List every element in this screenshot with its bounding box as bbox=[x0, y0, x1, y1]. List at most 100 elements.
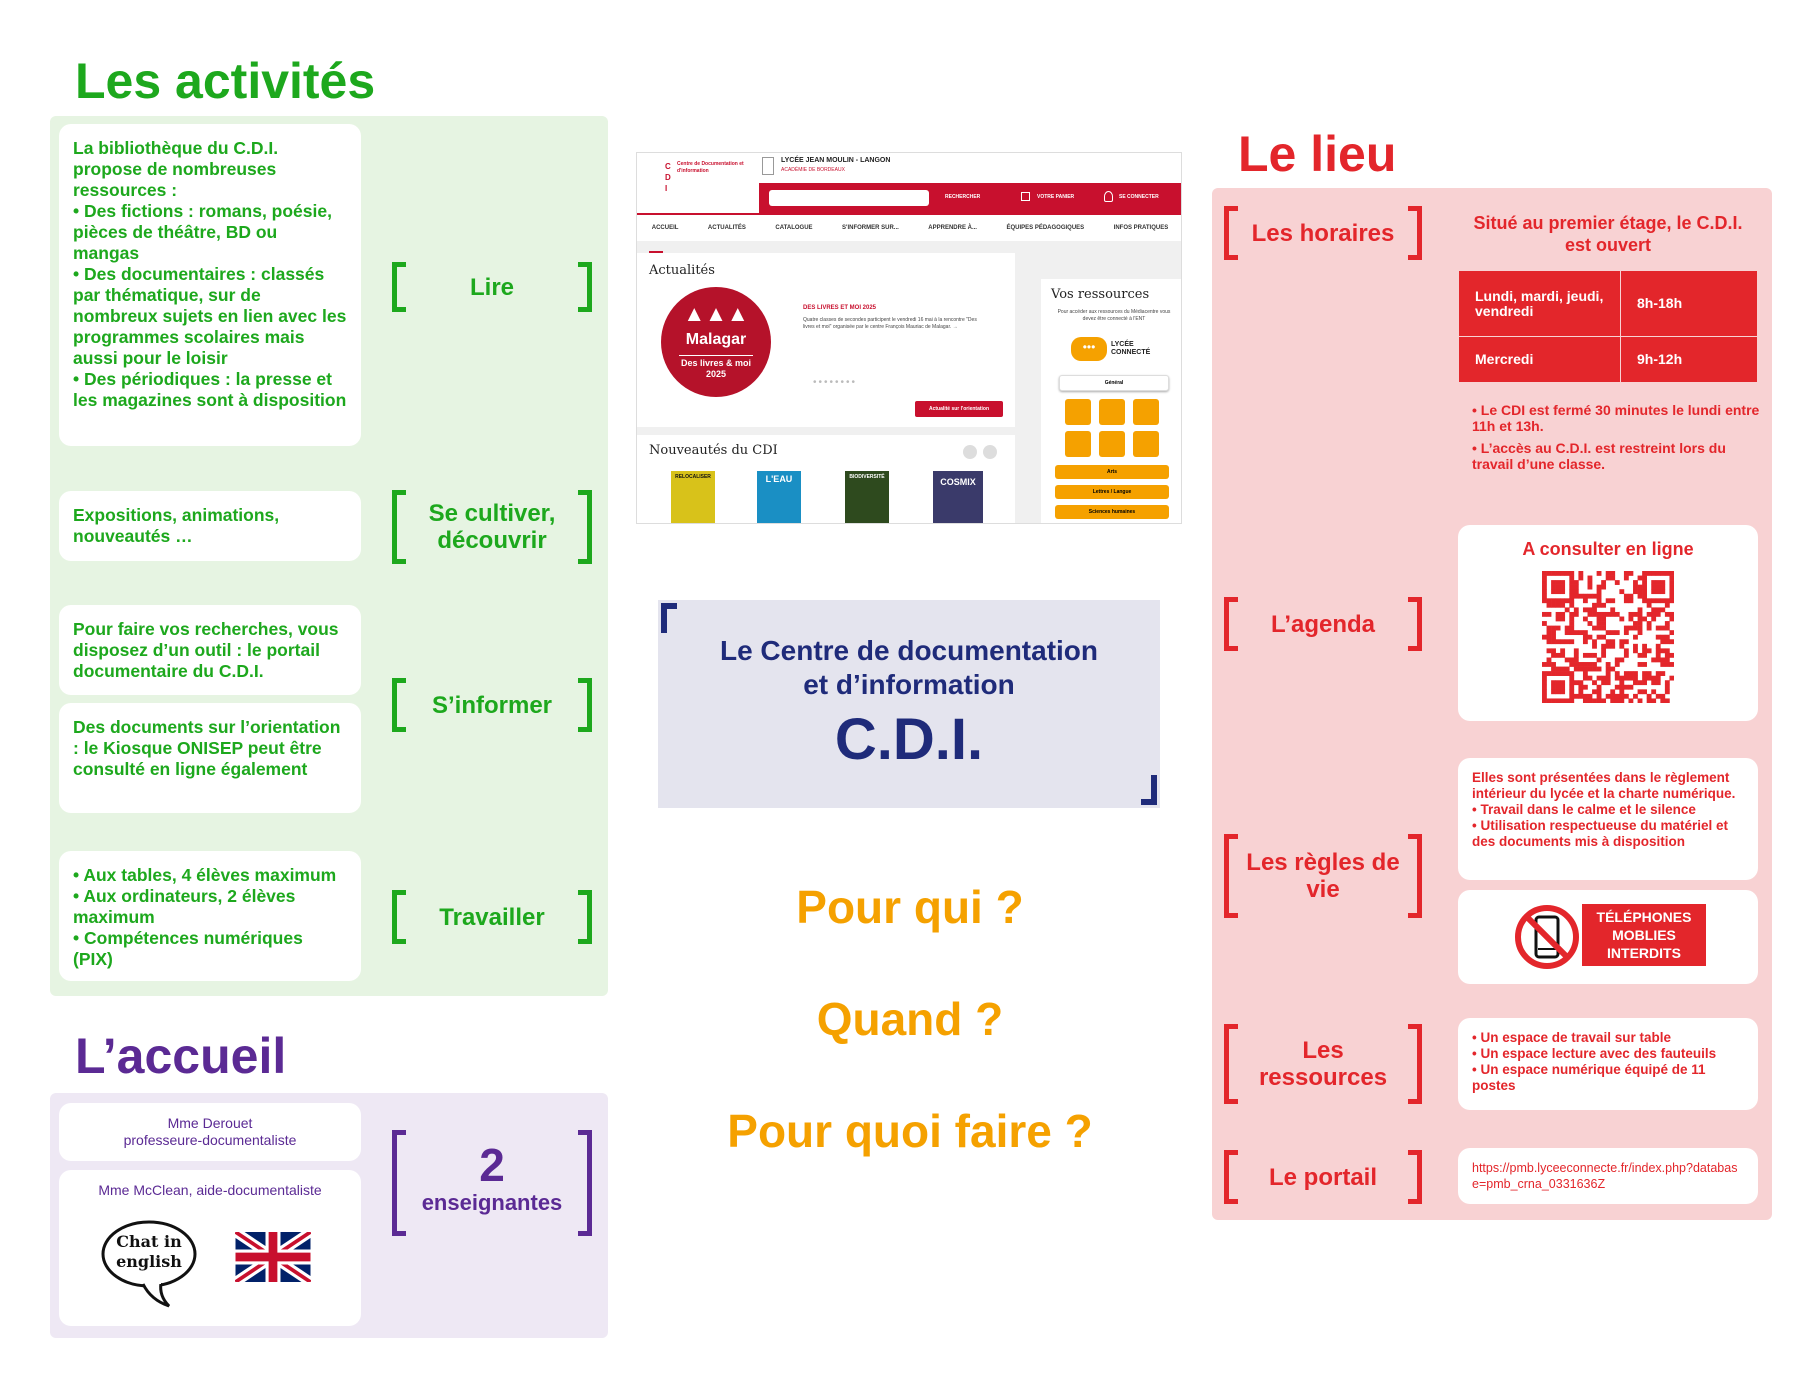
site-general-tab[interactable]: Général bbox=[1059, 375, 1169, 391]
portail-card: https://pmb.lyceeconnecte.fr/index.php?d… bbox=[1458, 1148, 1758, 1204]
question-pour-qui: Pour qui ? bbox=[796, 881, 1024, 933]
lire-card: La bibliothèque du C.D.I. propose de nom… bbox=[59, 124, 361, 446]
hours-days: Lundi, mardi, jeudi, vendredi bbox=[1458, 270, 1621, 337]
site-menu-item[interactable]: CATALOGUE bbox=[775, 225, 813, 231]
cart-icon bbox=[1021, 192, 1030, 201]
lieu-title: Le lieu bbox=[1238, 126, 1397, 182]
corner-bracket bbox=[1141, 775, 1157, 805]
site-menu-item[interactable]: INFOS PRATIQUES bbox=[1113, 225, 1169, 231]
book-cover[interactable]: L'EAU bbox=[757, 471, 801, 523]
site-login[interactable]: SE CONNECTER bbox=[1119, 194, 1159, 200]
site-news-button[interactable]: Actualité sur l'orientation bbox=[915, 401, 1003, 417]
informer-text-portail: Pour faire vos recherches, vous disposez… bbox=[73, 619, 339, 681]
site-menu-item[interactable]: ACTUALITÉS bbox=[707, 225, 746, 231]
prev-arrow-icon[interactable] bbox=[963, 445, 977, 459]
carousel-dots[interactable]: •••••••• bbox=[813, 377, 858, 388]
speech-bubble-icon bbox=[101, 1220, 197, 1308]
chat-bubble: Chat in english bbox=[99, 1220, 199, 1308]
bracket-left bbox=[392, 490, 406, 564]
uk-flag-icon bbox=[235, 1232, 311, 1282]
enseignantes-label: enseignantes bbox=[421, 1190, 563, 1215]
site-news-headline[interactable]: DES LIVRES ET MOI 2025 bbox=[803, 305, 877, 311]
regles-label: Les règles de vie bbox=[1246, 849, 1400, 903]
resource-tile[interactable] bbox=[1133, 431, 1159, 457]
person2-name: Mme McClean, aide-documentaliste bbox=[98, 1182, 322, 1198]
informer-label: S’informer bbox=[431, 691, 553, 719]
accueil-title: L’accueil bbox=[75, 1028, 287, 1084]
site-resources-title: Vos ressources bbox=[1051, 287, 1150, 302]
bracket-left bbox=[392, 890, 406, 944]
activites-title: Les activités bbox=[75, 53, 376, 109]
lire-text: La bibliothèque du C.D.I. propose de nom… bbox=[73, 138, 347, 410]
cdi-line-2: et d’information bbox=[803, 669, 1015, 700]
site-menu-item[interactable]: ÉQUIPES PÉDAGOGIQUES bbox=[1006, 225, 1085, 231]
qr-code-icon[interactable] bbox=[1542, 571, 1674, 703]
resource-tile[interactable] bbox=[1099, 399, 1125, 425]
bracket-left bbox=[1224, 597, 1238, 651]
next-arrow-icon[interactable] bbox=[983, 445, 997, 459]
question-quand: Quand ? bbox=[816, 993, 1004, 1045]
horaires-label: Les horaires bbox=[1251, 219, 1395, 247]
ressources-label: Les ressources bbox=[1258, 1037, 1388, 1091]
regles-card: Elles sont présentées dans le règlement … bbox=[1458, 758, 1758, 880]
bracket-right bbox=[578, 262, 592, 312]
bracket-right bbox=[578, 890, 592, 944]
cdi-acronym: C.D.I. bbox=[834, 707, 984, 772]
bracket-left bbox=[392, 262, 406, 312]
book-cover[interactable]: COSMIX bbox=[933, 471, 983, 523]
enseignantes-block: 2 enseignantes bbox=[406, 1140, 578, 1216]
site-menu-item[interactable]: S'INFORMER SUR... bbox=[842, 225, 899, 231]
bracket-left bbox=[392, 678, 406, 732]
site-academy: ACADÉMIE DE BORDEAUX bbox=[781, 167, 845, 173]
portal-screenshot: C D I Centre de Documentation et d'infor… bbox=[636, 152, 1182, 524]
regles-text: Elles sont présentées dans le règlement … bbox=[1472, 770, 1736, 849]
site-menu-item[interactable]: ACCUEIL bbox=[651, 225, 679, 231]
site-lycee-connecte: LYCÉE CONNECTÉ bbox=[1111, 341, 1151, 356]
site-school: LYCÉE JEAN MOULIN - LANGON bbox=[781, 157, 891, 164]
informer-card-onisep: Des documents sur l’orientation : le Kio… bbox=[59, 703, 361, 813]
resource-category-button[interactable]: Arts bbox=[1055, 465, 1169, 479]
user-icon bbox=[1104, 191, 1113, 202]
site-menu-item[interactable]: APPRENDRE À... bbox=[928, 225, 977, 231]
site-resources-block: Vos ressources Pour accéder aux ressourc… bbox=[1041, 279, 1181, 523]
cultiver-card: Expositions, animations, nouveautés … bbox=[59, 491, 361, 561]
resource-category-button[interactable]: Lettres / Langue bbox=[1055, 485, 1169, 499]
chat-line-1: Chat in bbox=[116, 1232, 182, 1251]
site-logo-text: Centre de Documentation et d'information bbox=[677, 161, 744, 174]
hours-table: Lundi, mardi, jeudi, vendredi 8h-18h Mer… bbox=[1458, 270, 1758, 383]
resource-tile[interactable] bbox=[1099, 431, 1125, 457]
resource-tile[interactable] bbox=[1133, 399, 1159, 425]
portail-label: Le portail bbox=[1268, 1163, 1377, 1191]
resource-category-button[interactable]: Sciences humaines bbox=[1055, 505, 1169, 519]
bracket-right bbox=[1408, 597, 1422, 651]
resource-tile[interactable] bbox=[1065, 399, 1091, 425]
bracket-right bbox=[578, 678, 592, 732]
site-cart[interactable]: VOTRE PANIER bbox=[1037, 194, 1075, 200]
book-cover[interactable]: BIODIVERSITÉ bbox=[845, 471, 889, 523]
book-cover[interactable]: RELOCALISER bbox=[671, 471, 715, 523]
cultiver-label: Se cultiver, découvrir bbox=[428, 500, 556, 554]
site-logo: C D I bbox=[665, 162, 671, 193]
agenda-title: A consulter en ligne bbox=[1522, 539, 1694, 559]
bracket-left bbox=[1224, 834, 1238, 918]
site-search-button[interactable]: RECHERCHER bbox=[945, 194, 981, 200]
bracket-right bbox=[1408, 1150, 1422, 1204]
site-novelties-block: Nouveautés du CDI RELOCALISER L'EAU BIOD… bbox=[637, 435, 1015, 523]
site-search-input[interactable] bbox=[769, 190, 929, 206]
person2-card: Mme McClean, aide-documentaliste Chat in… bbox=[59, 1170, 361, 1326]
ressources-text: • Un espace de travail sur table • Un es… bbox=[1472, 1030, 1717, 1093]
person1-role: professeure-documentaliste bbox=[123, 1132, 297, 1148]
person1-card: Mme Derouet professeure-documentaliste bbox=[59, 1103, 361, 1161]
chat-dots-icon: ••• bbox=[1071, 337, 1107, 361]
lire-label: Lire bbox=[469, 273, 514, 301]
agenda-card: A consulter en ligne bbox=[1458, 525, 1758, 721]
situation-text: Situé au premier étage, le C.D.I. est ou… bbox=[1473, 213, 1743, 255]
enseignantes-count: 2 bbox=[479, 1139, 505, 1191]
bracket-left bbox=[1224, 1150, 1238, 1204]
resource-tile[interactable] bbox=[1065, 431, 1091, 457]
portail-url-link[interactable]: https://pmb.lyceeconnecte.fr/index.php?d… bbox=[1472, 1161, 1738, 1191]
bracket-left bbox=[1224, 206, 1238, 260]
cultiver-text: Expositions, animations, nouveautés … bbox=[73, 505, 280, 546]
question-pour-quoi-faire: Pour quoi faire ? bbox=[727, 1105, 1093, 1157]
informer-text-onisep: Des documents sur l’orientation : le Kio… bbox=[73, 717, 341, 779]
